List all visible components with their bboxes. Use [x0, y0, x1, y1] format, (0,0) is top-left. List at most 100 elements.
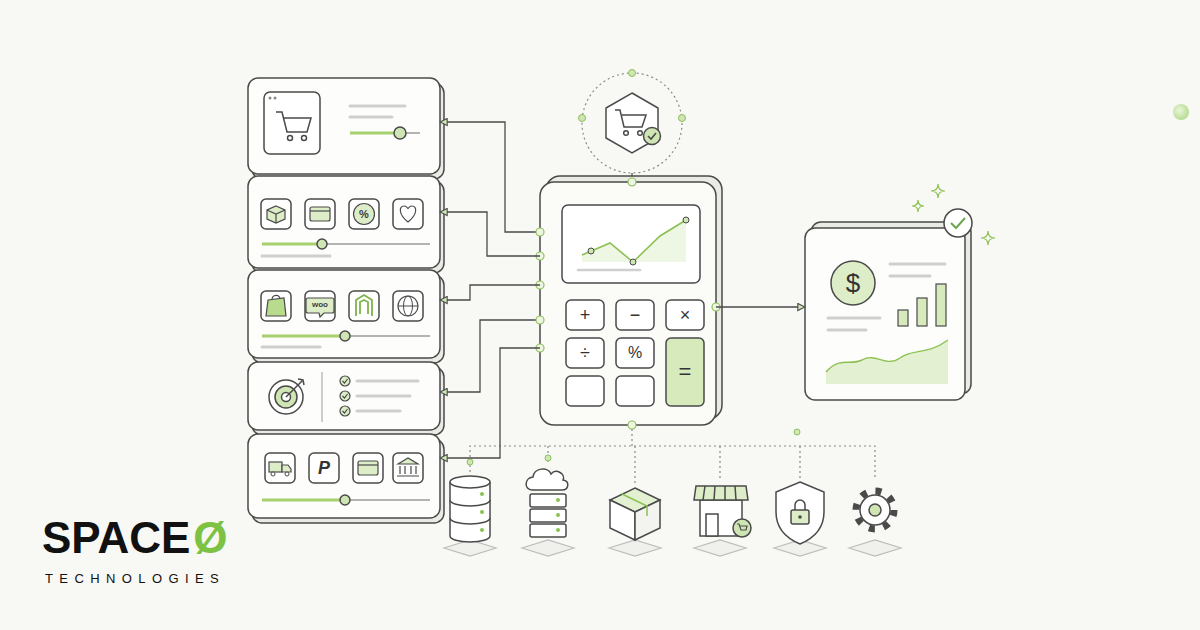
calculator-body	[628, 178, 636, 186]
result-card	[826, 340, 948, 372]
panel-2	[317, 239, 327, 249]
calculator: +−×÷%=	[540, 182, 716, 425]
panel-2	[310, 207, 330, 221]
panel-5	[309, 453, 339, 483]
calculator-body	[578, 269, 640, 272]
result-card	[828, 317, 880, 320]
result-card	[951, 218, 965, 228]
logo-mark: Ø	[193, 516, 227, 560]
result-card	[936, 284, 946, 326]
calculator-body	[536, 316, 544, 324]
panel-2	[248, 176, 444, 273]
panel-5	[265, 453, 295, 483]
calculator-body	[630, 259, 636, 265]
result-card	[826, 340, 948, 384]
result-card	[917, 298, 927, 326]
result-card	[890, 275, 930, 278]
panel-5	[271, 472, 275, 476]
store-icon	[703, 486, 736, 500]
icon-platform	[694, 540, 746, 556]
branch-dot	[545, 455, 551, 461]
store-icon	[694, 486, 748, 500]
cart-hexagon	[615, 110, 646, 127]
panel-5	[248, 434, 440, 518]
panel-2	[262, 243, 430, 245]
panel-5	[393, 453, 423, 483]
key-symbol: %	[628, 345, 642, 361]
database-icon	[450, 482, 490, 542]
panel-2	[354, 204, 375, 225]
calculator-body	[562, 205, 700, 283]
cloud-server-icon	[526, 469, 568, 490]
panel-4	[269, 380, 303, 414]
panel-4	[340, 406, 350, 416]
cart-hexagon	[624, 131, 629, 136]
cart-hexagon	[579, 70, 686, 183]
dashed-branch	[799, 446, 800, 478]
panel-5	[262, 499, 345, 502]
connector-arrow	[440, 212, 540, 256]
sparkle	[912, 200, 924, 212]
key-symbol: ÷	[580, 344, 590, 362]
box-icon	[610, 488, 660, 540]
panel-3	[272, 295, 280, 300]
cart-hexagon	[579, 115, 586, 122]
payment-panel: P	[248, 434, 440, 518]
connector-arrow	[440, 285, 540, 300]
shield-icon	[776, 482, 824, 544]
panel-2	[267, 210, 285, 223]
panel-3	[266, 298, 286, 316]
sparkle	[931, 184, 945, 198]
panel-5	[358, 464, 378, 465]
calculator-body	[536, 228, 544, 236]
cloud-server-icon	[556, 513, 560, 517]
panel-1	[288, 136, 293, 141]
panel-4	[357, 395, 410, 398]
cloud-server-icon	[530, 524, 566, 537]
calculator-body	[582, 220, 686, 262]
panel-5	[285, 472, 289, 476]
calculator-body	[616, 376, 654, 406]
panel-4	[357, 410, 400, 413]
result-card	[805, 209, 972, 400]
panel-4	[340, 391, 350, 401]
dashed-branch	[470, 446, 875, 478]
key-symbol: +	[580, 306, 591, 324]
corner-blob	[1173, 104, 1189, 120]
gear-icon	[860, 495, 890, 525]
percent-symbol: %	[359, 209, 369, 220]
result-card	[944, 209, 972, 237]
panel-4	[343, 379, 348, 413]
connector-arrow	[440, 348, 540, 458]
cloud-server-icon	[530, 509, 566, 522]
panel-3	[340, 331, 350, 341]
calculator-body	[536, 176, 722, 429]
result-card	[898, 310, 908, 326]
cart-hexagon	[644, 128, 661, 145]
calculator-body	[628, 421, 636, 429]
icon-platform	[609, 540, 661, 556]
cloud-server-icon	[526, 469, 568, 537]
panel-5	[340, 495, 350, 505]
panel-5	[397, 458, 419, 476]
panel-4	[248, 362, 444, 435]
box-icon	[622, 494, 647, 516]
panel-1	[350, 116, 392, 119]
panel-5	[353, 453, 383, 483]
panel-2	[393, 199, 423, 229]
result-card	[831, 261, 875, 305]
panel-3	[398, 296, 418, 316]
panel-2	[261, 199, 291, 229]
database-icon	[450, 500, 490, 524]
calculator-body	[582, 220, 686, 262]
calculator-body	[566, 338, 604, 368]
gear-icon	[856, 491, 894, 529]
platform-panel: woo	[248, 270, 440, 358]
store-icon	[694, 486, 751, 537]
gear-icon	[869, 504, 881, 516]
panel-4	[321, 372, 323, 422]
dashed-branch	[470, 429, 875, 484]
panel-1	[302, 136, 307, 141]
calculator-body	[616, 300, 654, 330]
